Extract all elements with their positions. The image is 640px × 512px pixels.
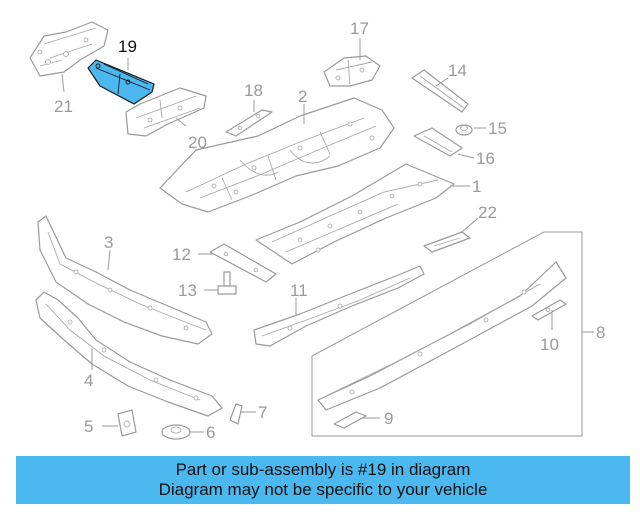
callout-10: 10 [540,335,559,354]
part-11[interactable] [253,265,425,347]
callout-6: 6 [206,423,215,442]
part-info-banner: Part or sub-assembly is #19 in diagram D… [16,456,630,504]
part-7[interactable] [229,403,243,425]
part-3[interactable] [37,215,213,345]
banner-line-1: Part or sub-assembly is #19 in diagram [175,460,471,479]
callout-17: 17 [350,19,369,38]
parts-diagram: 21 19 20 17 18 2 [29,19,605,442]
part-2[interactable] [159,97,395,213]
callout-13: 13 [178,281,197,300]
part-10[interactable] [531,299,567,321]
callout-18: 18 [244,81,263,100]
callout-22: 22 [478,203,497,222]
part-20[interactable] [125,87,207,137]
callout-19: 19 [118,37,137,56]
callout-7: 7 [258,403,267,422]
part-12[interactable] [209,243,277,283]
callout-1: 1 [472,177,481,196]
callout-8: 8 [596,323,605,342]
part-18[interactable] [225,109,273,137]
callout-11: 11 [290,281,308,300]
callout-9: 9 [384,409,393,428]
callout-16: 16 [476,149,495,168]
part-5[interactable] [117,409,137,437]
banner-line-2: Diagram may not be specific to your vehi… [158,480,488,499]
callout-2: 2 [298,87,307,106]
callout-21: 21 [54,97,73,116]
part-19[interactable] [87,59,155,105]
callout-15: 15 [488,119,507,138]
part-15[interactable] [455,124,473,136]
part-13[interactable] [217,271,237,295]
part-14[interactable] [411,69,469,113]
callout-14: 14 [448,61,467,80]
callout-4: 4 [84,371,93,390]
part-16[interactable] [413,127,463,157]
callout-20: 20 [188,133,207,152]
callout-5: 5 [84,417,93,436]
part-9[interactable] [333,411,367,429]
part-1[interactable] [255,163,455,265]
part-21[interactable] [29,21,109,77]
part-8-group[interactable] [311,231,583,437]
callout-12: 12 [172,245,191,264]
part-6[interactable] [161,424,191,440]
part-17[interactable] [323,55,381,87]
callout-3: 3 [104,233,113,252]
part-22[interactable] [423,231,471,253]
part-4[interactable] [35,291,223,417]
